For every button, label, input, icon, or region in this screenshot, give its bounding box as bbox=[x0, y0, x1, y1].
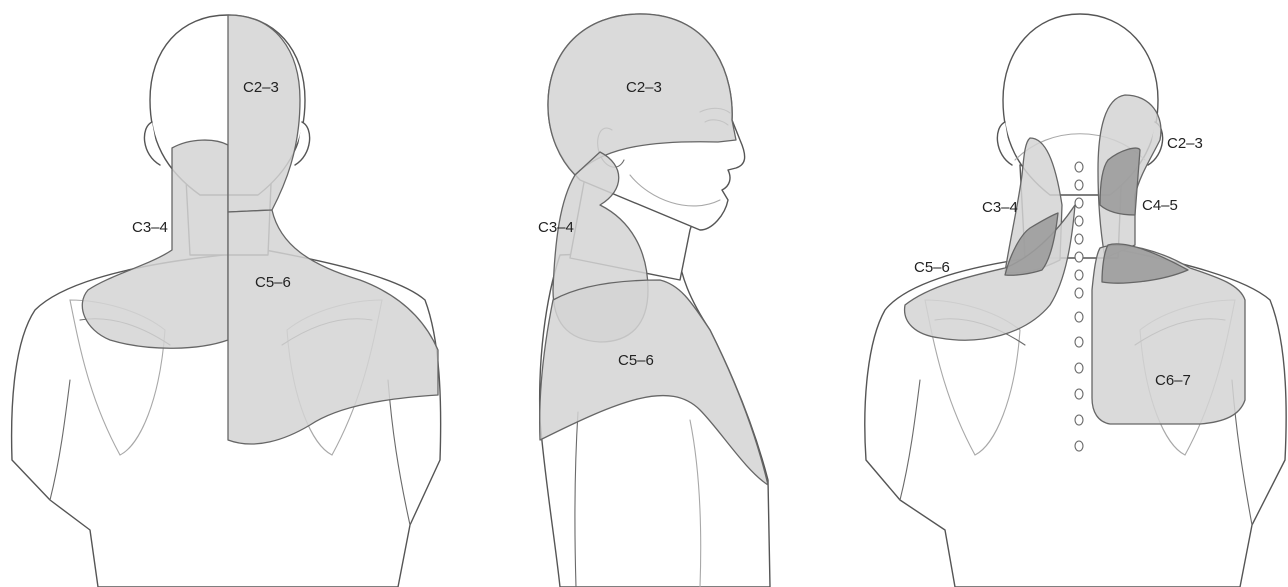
spine-label-c3-4: C3–4 bbox=[982, 199, 1018, 216]
spinous-dot bbox=[1075, 162, 1083, 172]
spinous-dot bbox=[1075, 216, 1083, 226]
spinous-dot bbox=[1075, 441, 1083, 451]
lateral-label-c2-3: C2–3 bbox=[626, 79, 662, 96]
spinous-dot bbox=[1075, 270, 1083, 280]
spinous-dot bbox=[1075, 312, 1083, 322]
spinous-dot bbox=[1075, 180, 1083, 190]
spinous-dot bbox=[1075, 288, 1083, 298]
spinous-dot bbox=[1075, 363, 1083, 373]
lateral-label-c5-6: C5–6 bbox=[618, 352, 654, 369]
spine-label-c4-5: C4–5 bbox=[1142, 197, 1178, 214]
posterior-label-c2-3: C2–3 bbox=[243, 79, 279, 96]
spinous-dot bbox=[1075, 389, 1083, 399]
posterior-label-c5-6: C5–6 bbox=[255, 274, 291, 291]
spinous-dot bbox=[1075, 252, 1083, 262]
spine-label-c5-6: C5–6 bbox=[914, 259, 950, 276]
posterior-view-panel: C2–3 C3–4 C5–6 bbox=[12, 15, 441, 587]
spinous-dot bbox=[1075, 198, 1083, 208]
posterior-label-c3-4: C3–4 bbox=[132, 219, 168, 236]
lateral-view-panel: C2–3 C3–4 C5–6 bbox=[538, 14, 770, 587]
posterior-spine-view-panel: C2–3 C3–4 C4–5 C5–6 C6–7 bbox=[865, 14, 1286, 587]
spine-label-c6-7: C6–7 bbox=[1155, 372, 1191, 389]
spine-label-c2-3: C2–3 bbox=[1167, 135, 1203, 152]
spinous-dot bbox=[1075, 234, 1083, 244]
spinous-dot bbox=[1075, 337, 1083, 347]
lateral-label-c3-4: C3–4 bbox=[538, 219, 574, 236]
posterior-zone-c3-4 bbox=[82, 140, 228, 348]
spinous-dot bbox=[1075, 415, 1083, 425]
